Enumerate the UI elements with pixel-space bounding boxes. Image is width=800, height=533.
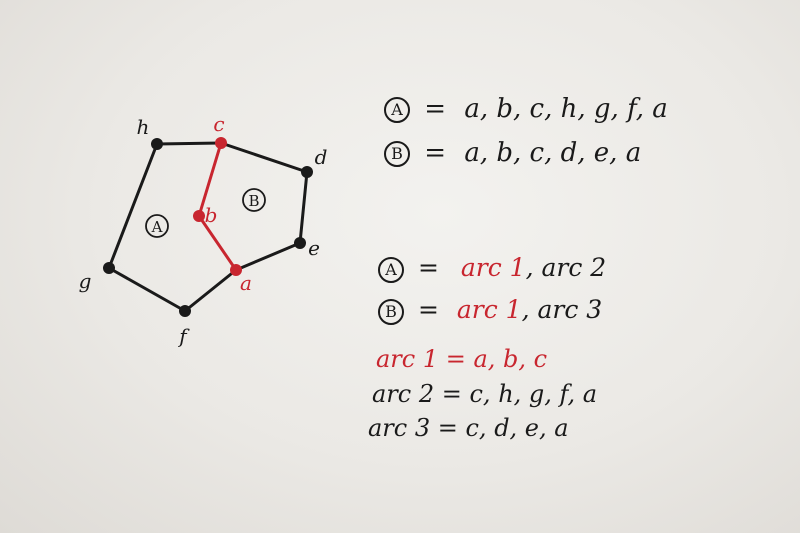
polygon-b-equation: B = a, b, c, d, e, a [384,138,641,168]
arc-1-reference: arc 1 [456,295,522,324]
vertex-label-e: e [308,236,320,260]
polygon-b-sequence: a, b, c, d, e, a [464,138,642,168]
edge-a-e [234,241,302,272]
edge-e-d [298,170,309,245]
vertex-g [103,262,115,274]
arc-1-reference: arc 1 [460,253,526,282]
vertex-f [179,305,191,317]
arc-2-reference: , arc 2 [525,253,607,282]
arc1-edge-b-a [197,214,238,272]
edge-d-c [219,141,309,174]
equals-sign: = [424,94,447,124]
vertex-label-g: g [79,269,92,293]
edge-f-a [183,268,238,313]
vertex-label-b: b [205,203,218,227]
vertex-b [193,210,205,222]
vertex-label-a: a [240,271,252,295]
equals-sign: = [417,253,439,282]
equals-sign: = [424,138,447,168]
region-b-circle: B [384,141,410,167]
arc-2-definition: arc 2 = c, h, g, f, a [372,380,598,408]
region-a-circle: A [384,97,410,123]
region-b-label: B [248,192,259,210]
arc1-edge-c-b [197,141,223,218]
edge-g-f [107,266,187,313]
vertex-e [294,237,306,249]
region-a-arc-equation: A = arc 1, arc 2 [378,253,606,283]
arc-3-definition: arc 3 = c, d, e, a [368,414,569,442]
arc-3-reference: , arc 3 [521,295,603,324]
vertex-label-d: d [315,145,328,169]
region-b-marker: B [242,188,266,212]
vertex-c [215,137,227,149]
edge-c-h [155,141,223,146]
region-a-circle: A [378,256,404,283]
vertex-h [151,138,163,150]
vertex-label-h: h [137,115,150,139]
equals-sign: = [417,295,439,324]
region-b-circle: B [378,298,404,325]
arc-1-definition: arc 1 = a, b, c [376,345,548,373]
vertex-label-f: f [177,324,190,348]
region-b-arc-equation: B = arc 1, arc 3 [378,295,602,325]
vertex-a [230,264,242,276]
edge-h-g [107,142,159,270]
vertex-d [301,166,313,178]
polygon-a-sequence: a, b, c, h, g, f, a [464,94,668,124]
region-a-marker: A [145,214,169,238]
region-a-label: A [151,218,163,236]
polygon-a-equation: A = a, b, c, h, g, f, a [384,94,668,124]
vertex-label-c: c [213,112,224,136]
